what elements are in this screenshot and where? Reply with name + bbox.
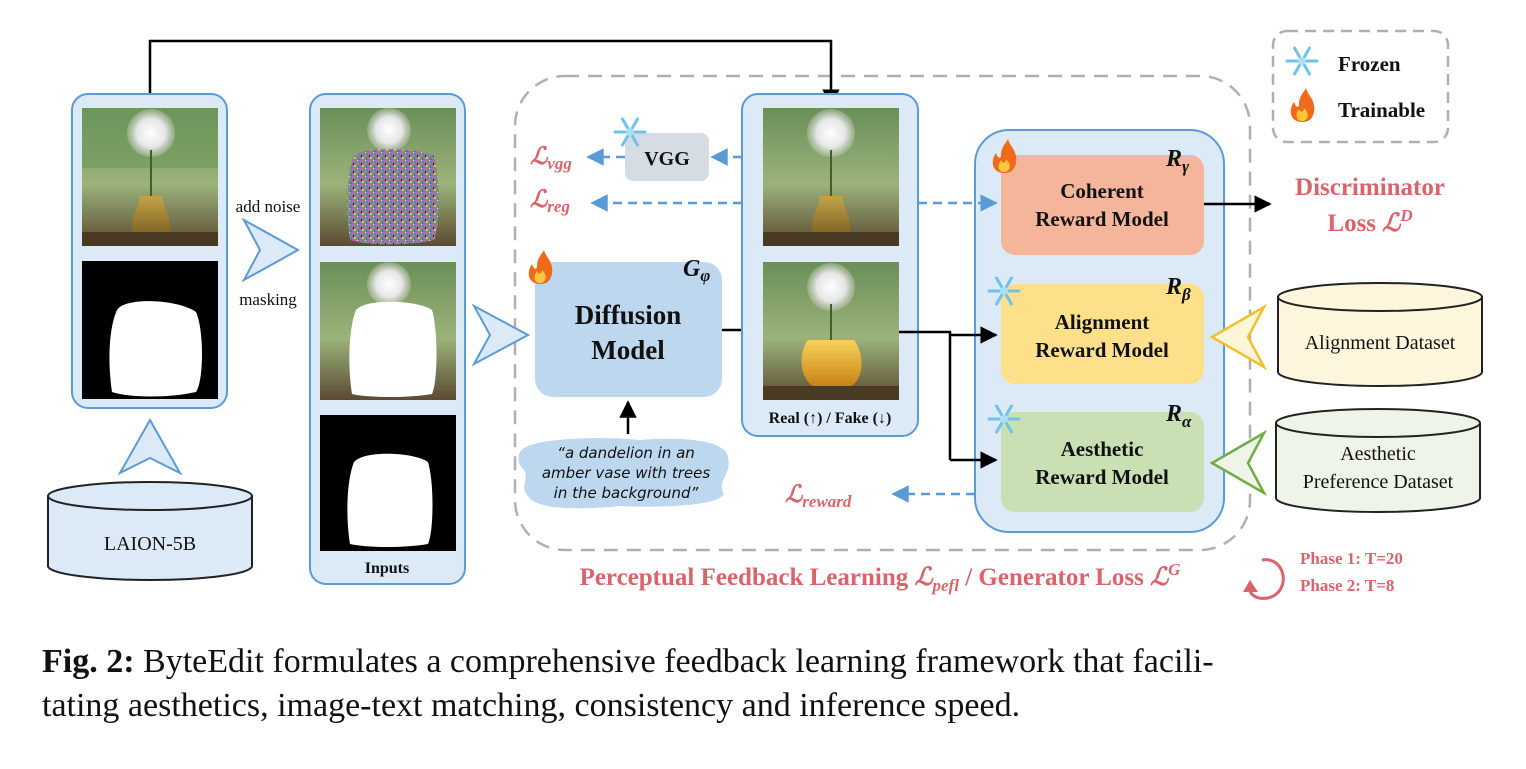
caption-line2: tating aesthetics, image-text matching, … [42, 684, 1492, 728]
aesthetic-label-line1: Aesthetic [1061, 437, 1144, 461]
prompt-line1: “a dandelion in an [557, 444, 695, 462]
prompt-line3: in the background” [554, 484, 699, 502]
perceptual-feedback-label: Perceptual Feedback Learning ℒpefl / Gen… [580, 560, 1182, 595]
caption-text2: tating aesthetics, image-text matching, … [42, 687, 1021, 724]
diffusion-label-line1: Diffusion [575, 300, 682, 330]
snowflake-icon [1285, 46, 1319, 76]
top-connection-arrow [148, 39, 840, 112]
masked-image [320, 262, 456, 400]
diffusion-model-box [535, 262, 722, 397]
source-image [82, 108, 218, 246]
coherent-label-line2: Reward Model [1035, 207, 1169, 231]
discriminator-label-line2: Loss ℒD [1327, 206, 1412, 237]
loop-arrow-icon [1248, 558, 1285, 600]
add-noise-label: add noise [236, 197, 301, 216]
diffusion-label-line2: Model [591, 335, 665, 365]
phase1-label: Phase 1: T=20 [1300, 549, 1403, 568]
fire-icon [992, 139, 1017, 173]
chevron-into-diffusion [471, 303, 531, 367]
l-reg-loss: ℒreg [530, 187, 570, 216]
caption-text1: ByteEdit formulates a comprehensive feed… [134, 643, 1214, 680]
phase2-label: Phase 2: T=8 [1300, 576, 1394, 595]
legend-trainable-label: Trainable [1338, 98, 1425, 122]
snowflake-icon [987, 404, 1021, 434]
alignment-dataset-cylinder [1277, 282, 1483, 387]
aesthetic-reward-model [1001, 412, 1204, 512]
l-reward-loss: ℒreward [785, 482, 852, 511]
snowflake-icon [987, 276, 1021, 306]
real-fake-label: Real (↑) / Fake (↓) [769, 410, 892, 427]
figure-caption: Fig. 2: ByteEdit formulates a comprehens… [42, 640, 1492, 728]
mask-image [320, 415, 456, 551]
laion-5b-database [47, 481, 253, 581]
aesthetic-dataset-label-line2: Preference Dataset [1303, 471, 1454, 493]
loop-arrowhead [1243, 580, 1258, 592]
r-alpha-symbol: Rα [1165, 401, 1192, 431]
source-mask [82, 261, 218, 399]
alignment-reward-model [1001, 284, 1204, 384]
snowflake-icon [613, 117, 647, 147]
coherent-label-line1: Coherent [1060, 179, 1144, 203]
real-image [763, 108, 899, 246]
caption-line1: Fig. 2: ByteEdit formulates a comprehens… [42, 640, 1492, 684]
alignment-dataset-label: Alignment Dataset [1305, 332, 1456, 354]
fire-icon [528, 250, 553, 284]
laion-label: LAION-5B [104, 533, 196, 555]
legend-box [1271, 29, 1450, 144]
alignment-dataset-arrow [1209, 303, 1268, 371]
aesthetic-label-line2: Reward Model [1035, 465, 1169, 489]
fake-image [763, 262, 899, 400]
noisy-image [320, 108, 456, 246]
g-phi-symbol: Gφ [683, 256, 710, 285]
r-gamma-symbol: Rγ [1165, 146, 1190, 176]
perceptual-feedback-region [513, 74, 1252, 552]
alignment-label-line2: Reward Model [1035, 338, 1169, 362]
laion-up-arrow [117, 417, 183, 476]
chevron-right-arrow [241, 217, 301, 283]
framework-diagram: Frozen Trainable LAION-5B add noise mask… [47, 29, 1483, 600]
discriminator-label-line1: Discriminator [1295, 174, 1445, 201]
prompt-bubble [518, 438, 729, 509]
l-vgg-loss: ℒvgg [530, 144, 572, 173]
vgg-box [625, 133, 709, 181]
figure-number: Fig. 2: [42, 643, 135, 680]
alignment-label-line1: Alignment [1055, 310, 1150, 334]
inputs-label: Inputs [365, 560, 409, 577]
r-beta-symbol: Rβ [1165, 274, 1191, 304]
coherent-reward-model [1001, 155, 1204, 255]
fire-icon [1290, 88, 1315, 122]
legend-frozen-label: Frozen [1338, 52, 1401, 76]
prompt-line2: amber vase with trees [542, 464, 710, 482]
aesthetic-dataset-arrow [1209, 429, 1268, 497]
aesthetic-dataset-cylinder [1275, 408, 1481, 513]
masking-label: masking [239, 290, 297, 309]
aesthetic-dataset-label-line1: Aesthetic [1340, 443, 1416, 465]
vgg-label: VGG [644, 148, 690, 170]
fake-to-rewards-connector [899, 330, 952, 460]
